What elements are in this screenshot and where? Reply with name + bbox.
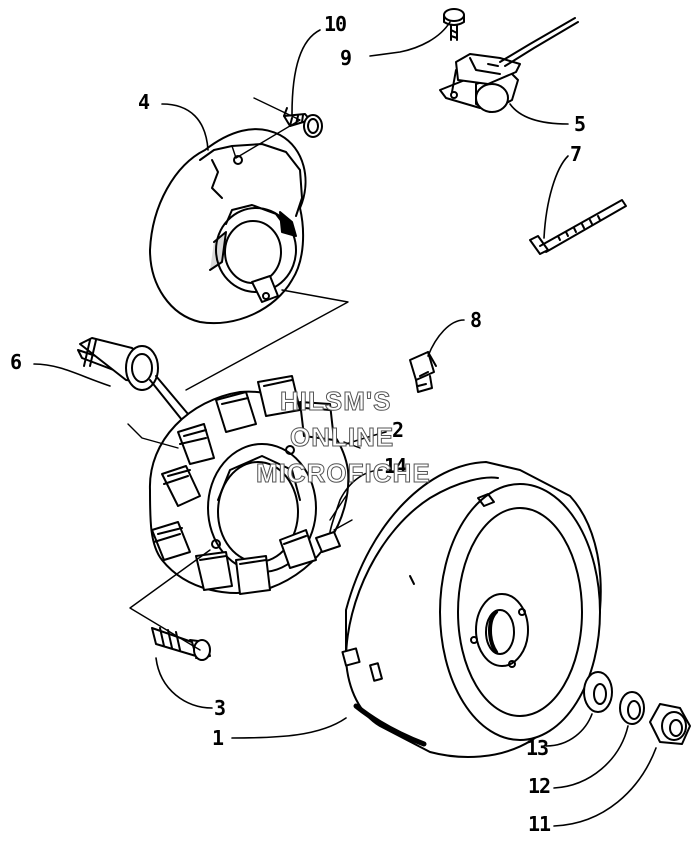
callout-9: 9 <box>340 46 352 70</box>
woodruff-key-part-14 <box>315 531 341 553</box>
callout-11: 11 <box>528 812 551 836</box>
callout-5: 5 <box>574 112 586 136</box>
nut-part-11 <box>649 703 691 745</box>
flywheel-part-1 <box>341 461 602 758</box>
callout-14: 14 <box>384 454 407 478</box>
callout-6: 6 <box>10 350 22 374</box>
callout-2: 2 <box>392 418 404 442</box>
callout-8: 8 <box>470 308 482 332</box>
stator-plate-part-4 <box>149 128 307 325</box>
assembly-lines <box>127 97 361 651</box>
callout-7: 7 <box>570 142 582 166</box>
bolt-part-3 <box>151 627 211 661</box>
callout-12: 12 <box>528 774 551 798</box>
cable-tie-part-7 <box>529 199 627 255</box>
callout-3: 3 <box>214 696 226 720</box>
bolt-part-8 <box>409 351 437 393</box>
watermark-line-3: MICROFICHE <box>256 458 431 488</box>
stator-part-2 <box>148 375 350 595</box>
lock-washer-part-12 <box>619 691 645 725</box>
callout-1: 1 <box>212 726 224 750</box>
washer-part-13 <box>583 671 613 713</box>
pulser-coil-part-5 <box>439 17 579 113</box>
callout-13: 13 <box>526 736 549 760</box>
watermark-line-2: ONLINE <box>289 422 395 452</box>
callout-10: 10 <box>324 12 347 36</box>
leader-lines <box>33 21 657 827</box>
screw-part-9 <box>443 8 465 41</box>
watermark-line-1: HILSM'S <box>279 386 392 416</box>
screw-part-10 <box>283 107 323 138</box>
callout-4: 4 <box>138 90 150 114</box>
